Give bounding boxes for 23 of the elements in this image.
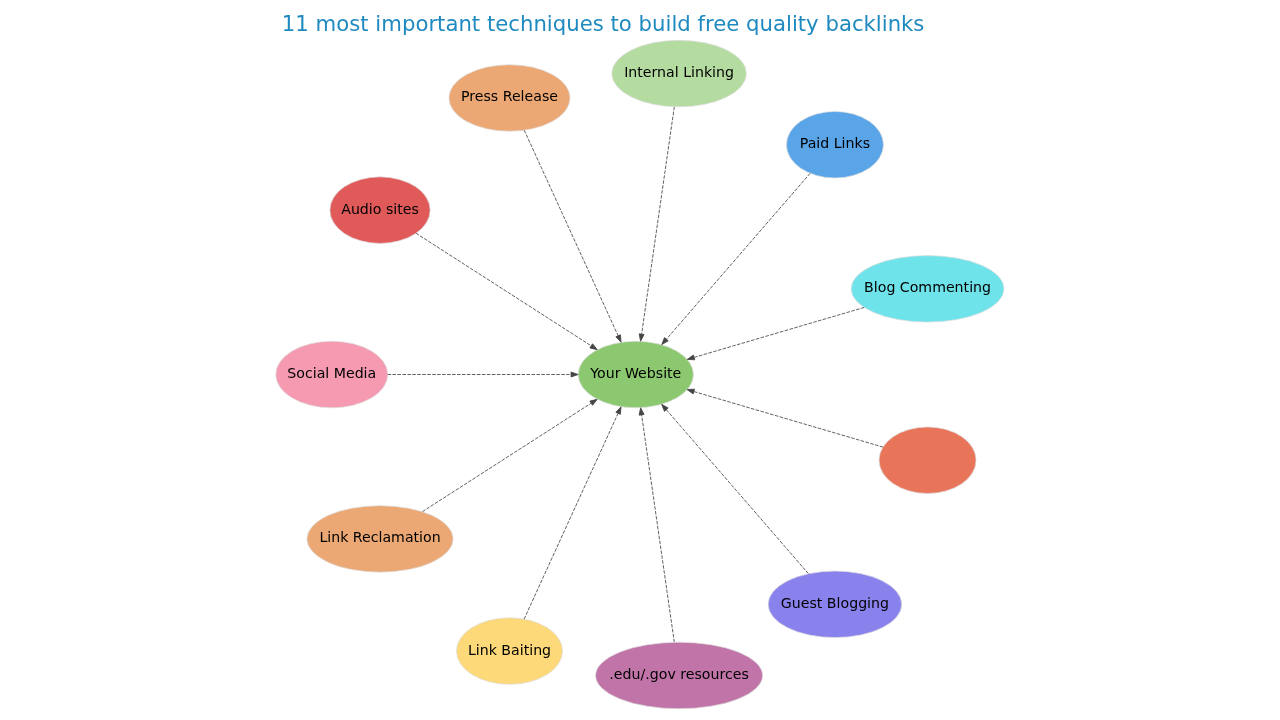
node-ellipse: Social Media bbox=[275, 340, 389, 409]
node-ellipse: Guest Blogging bbox=[767, 570, 903, 638]
node-ellipse: Audio sites bbox=[329, 176, 431, 244]
arrow bbox=[661, 172, 811, 346]
arrow bbox=[387, 371, 579, 378]
arrow bbox=[422, 398, 598, 512]
arrow bbox=[523, 406, 622, 620]
node-ellipse: Blog Commenting bbox=[850, 255, 1005, 323]
node-ellipse: Internal Linking bbox=[611, 39, 747, 108]
node-ellipse: Link Reclamation bbox=[306, 505, 454, 573]
arrow bbox=[661, 403, 809, 574]
arrow bbox=[638, 106, 675, 342]
arrow bbox=[415, 232, 598, 351]
arrow bbox=[523, 129, 622, 343]
node-ellipse: Link Baiting bbox=[456, 617, 563, 685]
arrow bbox=[686, 388, 884, 448]
node-ellipse: Press Release bbox=[448, 64, 571, 132]
arrow bbox=[638, 407, 675, 643]
node-ellipse: Paid Links bbox=[786, 111, 884, 179]
node-circle bbox=[878, 426, 977, 494]
arrow bbox=[686, 307, 865, 361]
node-ellipse: .edu/.gov resources bbox=[595, 641, 763, 710]
diagram-title: 11 most important techniques to build free quality backlinks bbox=[281, 11, 925, 37]
